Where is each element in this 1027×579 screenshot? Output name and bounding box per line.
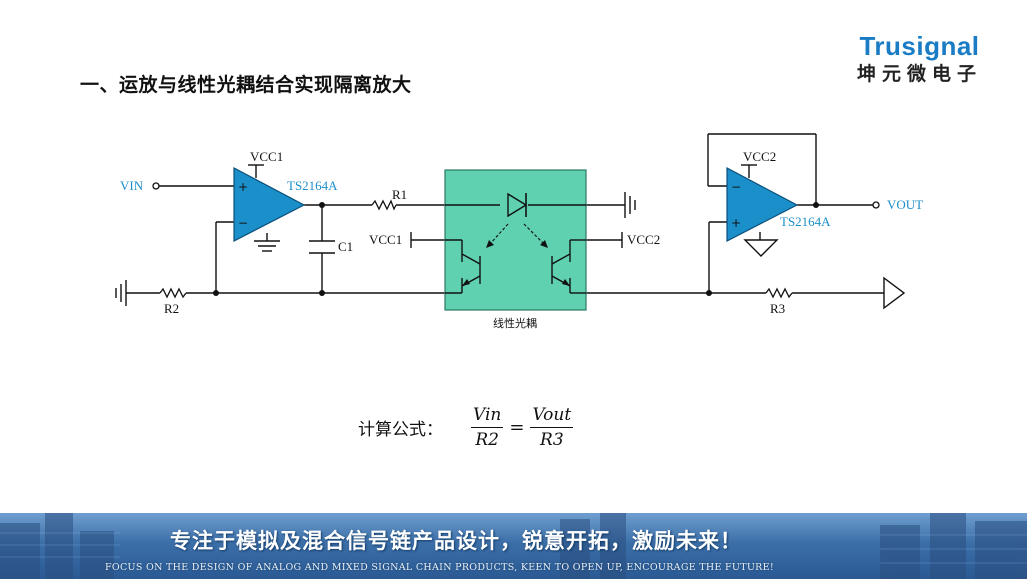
fraction-left: Vin R2	[471, 405, 504, 450]
fraction-right-denominator: R3	[540, 430, 564, 450]
fraction-left-denominator: R2	[475, 430, 499, 450]
optocoupler-box	[444, 169, 587, 311]
resistor-r3	[765, 287, 793, 299]
opamp1-minus-sign: −	[238, 216, 248, 230]
banner-buildings	[0, 513, 1027, 579]
resistor-r1	[371, 199, 397, 211]
opamp2-minus-sign: −	[731, 180, 741, 194]
capacitor-c1	[309, 240, 335, 254]
slide-title: 一、运放与线性光耦结合实现隔离放大	[80, 74, 412, 96]
c1-label: C1	[338, 239, 353, 254]
fraction-right: Vout R3	[530, 405, 574, 450]
resistor-r2	[159, 287, 187, 299]
light-arrows	[489, 223, 545, 245]
ground-symbol-1	[254, 240, 280, 252]
coupler-label: 线性光耦	[493, 316, 537, 330]
banner-tagline: FOCUS ON THE DESIGN OF ANALOG AND MIXED …	[105, 562, 774, 573]
formula: 计算公式： Vin R2 = Vout R3	[358, 405, 574, 450]
ground-symbol-2	[743, 239, 779, 257]
left-ground-symbol	[115, 280, 127, 306]
equals-sign: =	[509, 417, 525, 438]
opamp2-vcc-label: VCC2	[743, 149, 776, 164]
r3-label: R3	[770, 301, 785, 316]
coupler-vcc1-label: VCC1	[369, 232, 402, 247]
vin-terminal	[152, 182, 160, 190]
formula-label: 计算公式：	[358, 420, 443, 440]
vout-terminal	[872, 201, 880, 209]
opamp1-part-label: TS2164A	[287, 178, 338, 193]
r2-label: R2	[164, 301, 179, 316]
fraction-right-numerator: Vout	[530, 405, 574, 428]
banner-slogan: 专注于模拟及混合信号链产品设计，锐意开拓，激励未来！	[170, 529, 742, 553]
opamp2-plus-sign: +	[731, 216, 741, 230]
logo-brand: Trusignal	[859, 31, 980, 61]
opamp1-triangle	[233, 167, 306, 242]
fraction-left-numerator: Vin	[471, 405, 504, 428]
opamp1-plus-sign: +	[238, 180, 248, 194]
junction-dots	[213, 202, 819, 296]
opamp1-vcc-label: VCC1	[250, 149, 283, 164]
vin-label: VIN	[120, 178, 144, 193]
r1-label: R1	[392, 187, 407, 202]
opamp2-triangle	[726, 167, 799, 242]
logo-company: 坤元微电子	[856, 63, 982, 85]
opamp2-part-label: TS2164A	[780, 214, 831, 229]
footer-banner: 专注于模拟及混合信号链产品设计，锐意开拓，激励未来！ FOCUS ON THE …	[0, 513, 1027, 579]
isolation-amplifier-schematic: + − − +	[115, 133, 923, 330]
led-diode	[507, 192, 528, 218]
vout-label: VOUT	[887, 197, 923, 212]
coupler-ground-symbol	[624, 192, 636, 218]
output-triangle	[883, 276, 906, 310]
coupler-vcc2-label: VCC2	[627, 232, 660, 247]
company-logo: Trusignal 坤元微电子	[857, 32, 982, 86]
